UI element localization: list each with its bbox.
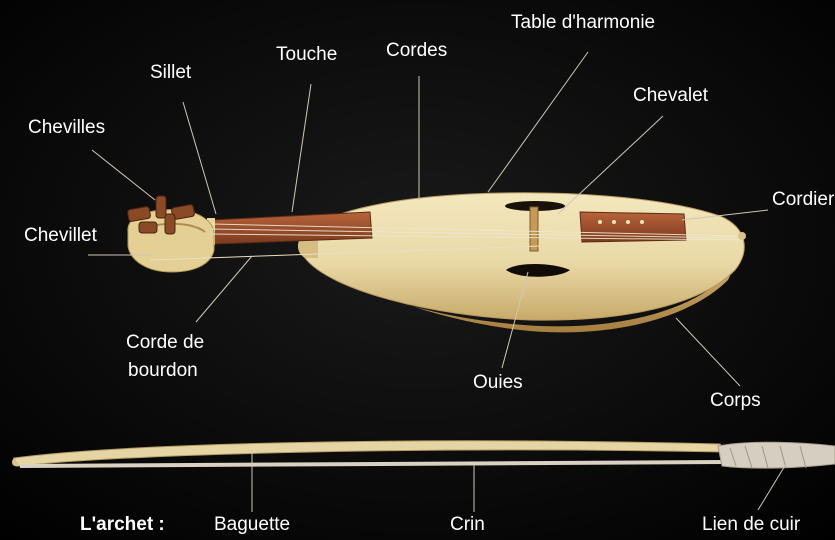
label-corde-de-bourdon-line2: bourdon bbox=[128, 360, 198, 382]
label-chevilles: Chevilles bbox=[28, 117, 105, 139]
label-touche: Touche bbox=[276, 44, 337, 66]
label-corde-de-bourdon-line1: Corde de bbox=[126, 332, 204, 354]
label-archet: L'archet : bbox=[80, 514, 165, 536]
label-sillet: Sillet bbox=[150, 62, 191, 84]
tailpiece bbox=[580, 212, 686, 242]
label-chevillet: Chevillet bbox=[24, 225, 97, 247]
label-lien-de-cuir: Lien de cuir bbox=[702, 514, 800, 536]
label-table-harmonie: Table d'harmonie bbox=[511, 12, 655, 34]
label-cordier: Cordier bbox=[772, 189, 834, 211]
label-baguette: Baguette bbox=[214, 514, 290, 536]
label-corps: Corps bbox=[710, 390, 761, 412]
label-crin: Crin bbox=[450, 514, 485, 536]
label-ouies: Ouies bbox=[473, 372, 523, 394]
label-cordes: Cordes bbox=[386, 40, 447, 62]
label-chevalet: Chevalet bbox=[633, 85, 708, 107]
bridge bbox=[530, 207, 538, 251]
